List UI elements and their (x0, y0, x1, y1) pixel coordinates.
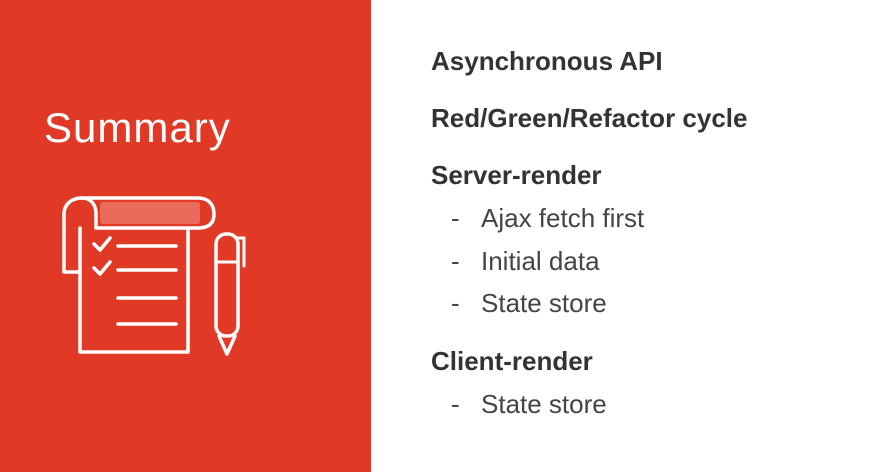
bullet-dash: - (451, 389, 460, 419)
left-panel: Summary (0, 0, 371, 472)
bullet-dash: - (451, 203, 460, 233)
subitem-label: Ajax fetch first (481, 203, 645, 233)
item-server-render: Server-render (431, 160, 602, 190)
subitem-label: State store (481, 389, 607, 419)
subitem-label: State store (481, 288, 607, 318)
subitem-state-store: -State store (451, 288, 607, 319)
subitem-client-state-store: -State store (451, 389, 607, 420)
item-client-render: Client-render (431, 346, 593, 376)
summary-title: Summary (44, 104, 231, 151)
item-red-green-refactor: Red/Green/Refactor cycle (431, 103, 748, 133)
subitem-initial-data: -Initial data (451, 246, 600, 277)
right-panel: Asynchronous API Red/Green/Refactor cycl… (431, 0, 851, 472)
subitem-label: Initial data (481, 246, 600, 276)
item-asynchronous-api: Asynchronous API (431, 46, 663, 76)
subitem-ajax-fetch: -Ajax fetch first (451, 203, 644, 234)
bullet-dash: - (451, 246, 460, 276)
bullet-dash: - (451, 288, 460, 318)
checklist-with-pen-icon (62, 196, 246, 356)
